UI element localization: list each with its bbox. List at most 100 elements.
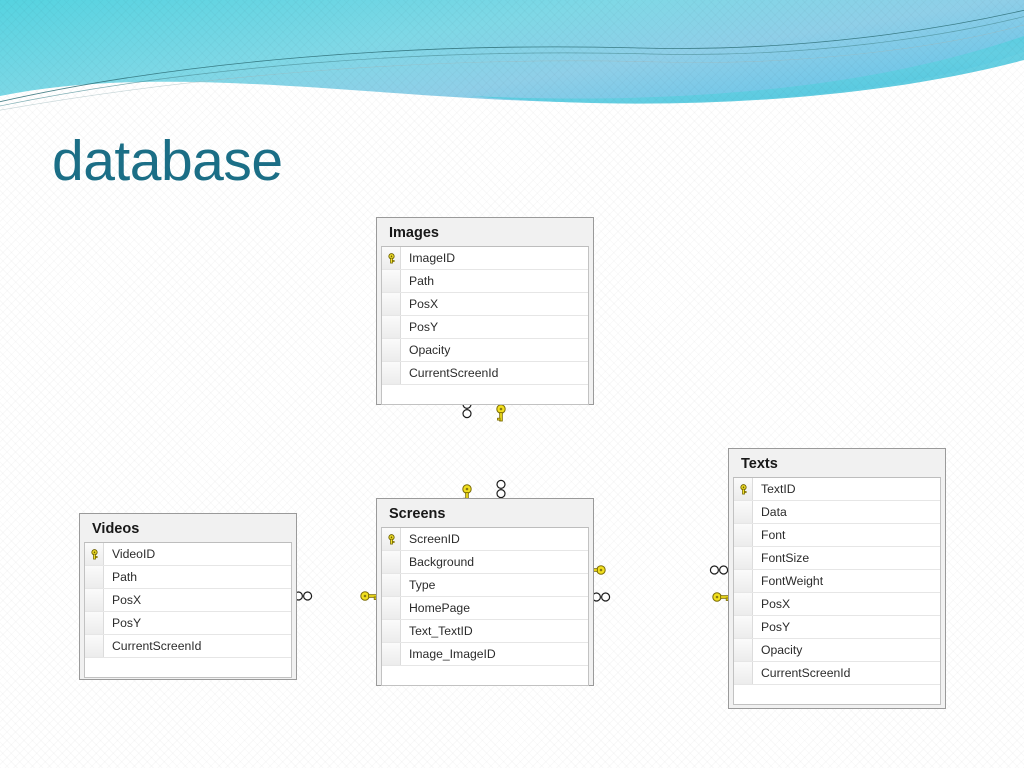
row-selector-cell xyxy=(382,293,401,316)
connector-screens-texts-lower[interactable] xyxy=(591,592,730,602)
row-selector-cell xyxy=(382,551,401,574)
entity-field-label: Background xyxy=(409,555,475,570)
row-selector-cell xyxy=(382,316,401,339)
row-selector-cell xyxy=(382,270,401,293)
row-selector-cell xyxy=(85,589,104,612)
entity-field-label: PosY xyxy=(409,320,439,335)
entity-field-row[interactable]: PosY xyxy=(85,612,291,636)
entity-field-row[interactable]: Text_TextID xyxy=(382,620,588,644)
entity-field-row[interactable]: ScreenID xyxy=(382,528,588,552)
key-icon xyxy=(382,528,401,551)
entity-field-row[interactable]: Font xyxy=(734,524,940,548)
key-icon xyxy=(85,543,104,566)
entity-field-row[interactable]: Path xyxy=(85,566,291,590)
row-selector-cell xyxy=(734,524,753,547)
entity-title: Texts xyxy=(741,456,778,472)
row-selector-cell xyxy=(734,639,753,662)
key-icon xyxy=(734,478,753,501)
entity-field-row[interactable]: CurrentScreenId xyxy=(382,362,588,386)
entity-field-row[interactable]: CurrentScreenId xyxy=(85,635,291,659)
entity-field-label: TextID xyxy=(761,482,796,497)
entity-field-label: CurrentScreenId xyxy=(761,666,851,681)
entity-field-label: Path xyxy=(409,274,435,289)
row-selector-cell xyxy=(734,662,753,685)
entity-field-label: Text_TextID xyxy=(409,624,473,639)
entity-title: Images xyxy=(389,225,439,241)
entity-field-row[interactable]: Background xyxy=(382,551,588,575)
page-title: database xyxy=(52,129,283,193)
entity-field-row[interactable]: Data xyxy=(734,501,940,525)
entity-field-label: CurrentScreenId xyxy=(112,639,202,654)
entity-field-row[interactable]: FontWeight xyxy=(734,570,940,594)
entity-field-label: PosY xyxy=(112,616,142,631)
entity-field-label: PosX xyxy=(761,597,791,612)
row-selector-cell xyxy=(734,616,753,639)
entity-field-label: PosY xyxy=(761,620,791,635)
entity-field-label: Image_ImageID xyxy=(409,647,496,662)
connector-images-screens-left[interactable] xyxy=(462,399,472,502)
entity-empty-row xyxy=(382,666,588,686)
entity-title: Videos xyxy=(92,521,140,537)
entity-field-row[interactable]: PosY xyxy=(734,616,940,640)
entity-field-label: FontSize xyxy=(761,551,810,566)
entity-field-row[interactable]: VideoID xyxy=(85,543,291,567)
entity-field-row[interactable]: Path xyxy=(382,270,588,294)
row-selector-cell xyxy=(382,362,401,385)
entity-field-row[interactable]: Opacity xyxy=(734,639,940,663)
row-selector-cell xyxy=(382,597,401,620)
entity-field-row[interactable]: PosY xyxy=(382,316,588,340)
entity-field-row[interactable]: CurrentScreenId xyxy=(734,662,940,686)
entity-field-label: Path xyxy=(112,570,138,585)
entity-field-row[interactable]: HomePage xyxy=(382,597,588,621)
connector-images-screens-right[interactable] xyxy=(496,404,506,499)
entity-field-row[interactable]: TextID xyxy=(734,478,940,502)
entity-field-label: ScreenID xyxy=(409,532,460,547)
entity-empty-row xyxy=(734,685,940,705)
entity-field-label: Type xyxy=(409,578,436,593)
row-selector-cell xyxy=(382,620,401,643)
entity-field-label: ImageID xyxy=(409,251,456,266)
row-selector-cell xyxy=(734,547,753,570)
entity-field-row[interactable]: FontSize xyxy=(734,547,940,571)
key-icon xyxy=(382,247,401,270)
entity-field-label: VideoID xyxy=(112,547,156,562)
connector-videos-screens[interactable] xyxy=(293,591,378,601)
entity-field-label: FontWeight xyxy=(761,574,824,589)
row-selector-cell xyxy=(382,574,401,597)
entity-field-label: Opacity xyxy=(761,643,803,658)
entity-field-label: Data xyxy=(761,505,787,520)
entity-field-label: Opacity xyxy=(409,343,451,358)
entity-field-row[interactable]: PosX xyxy=(85,589,291,613)
entity-field-row[interactable]: Image_ImageID xyxy=(382,643,588,667)
connector-screens-texts-upper[interactable] xyxy=(588,565,729,575)
row-selector-cell xyxy=(734,570,753,593)
entity-field-label: PosX xyxy=(112,593,142,608)
entity-field-label: PosX xyxy=(409,297,439,312)
row-selector-cell xyxy=(382,643,401,666)
entity-field-row[interactable]: ImageID xyxy=(382,247,588,271)
entity-title: Screens xyxy=(389,506,446,522)
entity-empty-row xyxy=(382,385,588,405)
row-selector-cell xyxy=(382,339,401,362)
entity-field-label: HomePage xyxy=(409,601,470,616)
entity-field-label: CurrentScreenId xyxy=(409,366,499,381)
row-selector-cell xyxy=(85,612,104,635)
entity-field-row[interactable]: Type xyxy=(382,574,588,598)
row-selector-cell xyxy=(734,501,753,524)
entity-field-row[interactable]: PosX xyxy=(382,293,588,317)
entity-field-row[interactable]: Opacity xyxy=(382,339,588,363)
row-selector-cell xyxy=(85,635,104,658)
row-selector-cell xyxy=(734,593,753,616)
entity-field-row[interactable]: PosX xyxy=(734,593,940,617)
